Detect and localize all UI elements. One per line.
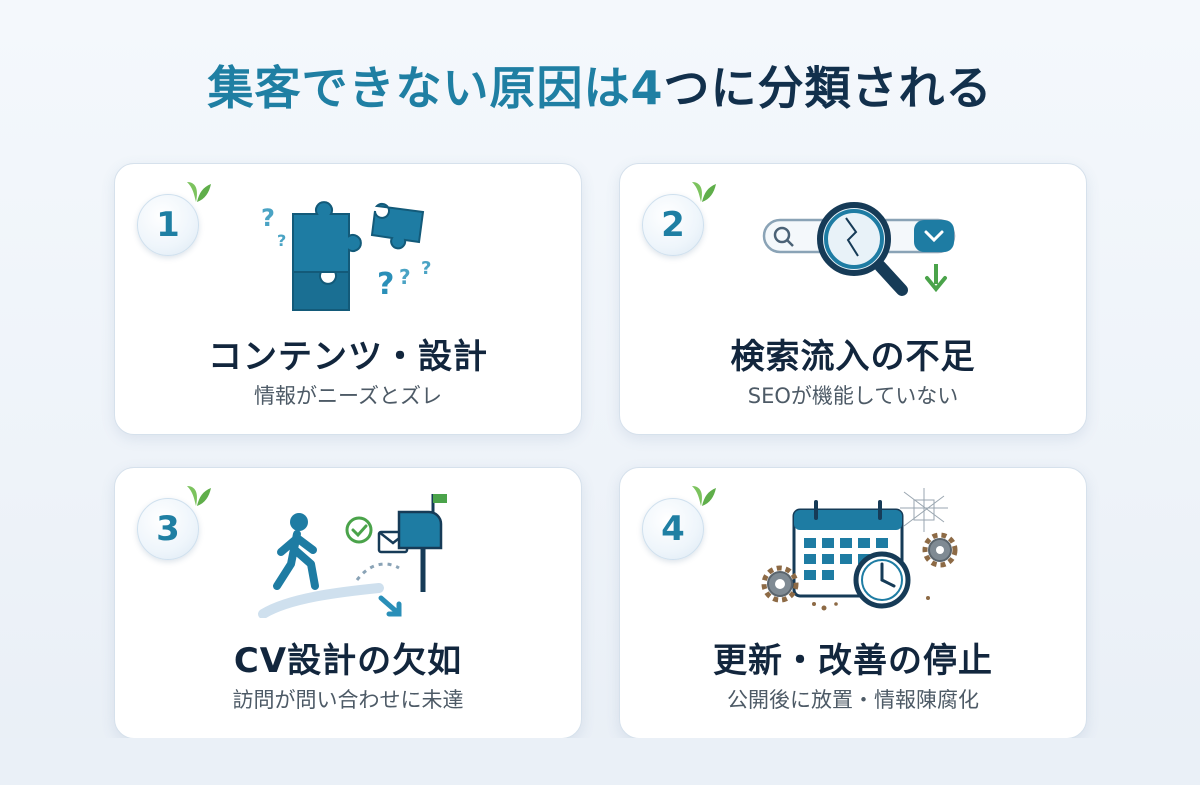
- page-title: 集客できない原因は4つに分類される: [0, 52, 1200, 118]
- card-subtitle: 公開後に放置・情報陳腐化: [727, 688, 979, 712]
- svg-text:?: ?: [421, 258, 431, 279]
- card-subtitle: SEOが機能していない: [747, 384, 959, 408]
- card-title: 検索流入の不足: [730, 337, 976, 377]
- walker-mailbox-icon: [258, 494, 447, 618]
- leaf-icon: [692, 182, 716, 202]
- leaf-icon: [187, 182, 211, 202]
- svg-text:?: ?: [399, 265, 411, 289]
- number-badge: 4: [642, 498, 704, 560]
- search-magnifier-icon: [762, 202, 956, 296]
- leaf-icon: [692, 486, 716, 506]
- card-title: 更新・改善の停止: [713, 641, 993, 681]
- svg-text:?: ?: [377, 267, 394, 302]
- title-rest: つに分類される: [663, 61, 993, 115]
- puzzle-pieces-icon: ? ? ? ? ?: [261, 201, 431, 311]
- card-content-design: 1 ? ? ? ? ? コンテンツ・設計 情報がニーズとズレ: [114, 163, 582, 435]
- badge-number: 1: [156, 205, 180, 245]
- svg-text:?: ?: [277, 231, 286, 250]
- badge-number: 3: [156, 509, 180, 549]
- calendar-clock-gears-icon: [761, 488, 958, 611]
- card-subtitle: 情報がニーズとズレ: [254, 384, 442, 408]
- badge-number: 4: [661, 509, 685, 549]
- card-title: コンテンツ・設計: [208, 337, 488, 377]
- card-update-stop: 4 更新・改善の停止 公開後に放置・情報陳腐化: [619, 467, 1087, 739]
- title-highlight: 集客できない原因は: [207, 61, 631, 115]
- number-badge: 3: [137, 498, 199, 560]
- card-search-traffic: 2 検索流入の不足 SEOが機能していない: [619, 163, 1087, 435]
- svg-text:?: ?: [261, 204, 275, 232]
- number-badge: 1: [137, 194, 199, 256]
- title-number: 4: [630, 61, 664, 115]
- number-badge: 2: [642, 194, 704, 256]
- card-cv-design: 3 CV設計の欠如 訪問が問い合わせに未達: [114, 467, 582, 739]
- bottom-band: [0, 738, 1200, 785]
- card-title: CV設計の欠如: [233, 641, 463, 681]
- card-subtitle: 訪問が問い合わせに未達: [232, 688, 464, 712]
- leaf-icon: [187, 486, 211, 506]
- badge-number: 2: [661, 205, 685, 245]
